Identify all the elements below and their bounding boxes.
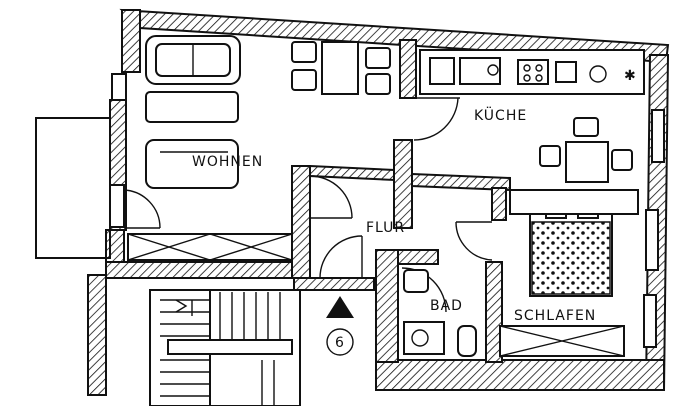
room-label-kueche: KÜCHE <box>474 106 527 124</box>
kitchen-counter: ✱ <box>419 49 645 95</box>
room-label-bad: BAD <box>430 298 463 314</box>
room-label-schlafen: SCHLAFEN <box>514 308 596 324</box>
room-label-flur: FLUR <box>366 220 405 236</box>
interior-walls <box>291 39 511 363</box>
dining-chairs <box>291 41 391 95</box>
window-right <box>643 109 665 348</box>
star-icon: ✱ <box>624 68 636 84</box>
room-label-wohnen: WOHNEN <box>192 154 263 170</box>
sofa <box>145 35 241 85</box>
entrance-number: 6 <box>335 335 344 351</box>
armchairs <box>145 91 239 189</box>
entrance-arrow-icon <box>326 296 354 318</box>
wardrobe <box>499 325 625 357</box>
sideboard <box>127 233 293 261</box>
balcony <box>35 117 111 259</box>
staircase <box>149 289 301 406</box>
kitchen-table <box>539 117 633 183</box>
entrance-marker: 6 <box>326 296 354 356</box>
bath-fixtures <box>403 269 477 357</box>
bedroom-cabinet <box>509 189 639 215</box>
window-left <box>109 73 127 228</box>
doors <box>123 97 493 313</box>
